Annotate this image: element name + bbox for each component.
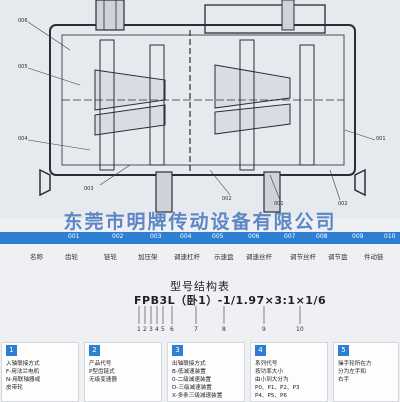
parts-name-row: 名称 齿轮 链轮 加压架 调速杠杆 示速盘 调速丝杆 调节丝杆 调节盘 件动链	[0, 246, 400, 266]
panel-text: 入轴联接方式 F-用法兰电机 N-用联轴器或 皮带轮	[6, 360, 40, 392]
output-shaft-2	[263, 171, 281, 213]
right-flange	[354, 168, 366, 197]
part-code: 002	[112, 233, 124, 240]
panel-number: 2	[89, 345, 100, 356]
position-number: 7	[194, 326, 198, 333]
part-name: 链轮	[104, 253, 117, 261]
explain-panel-1: 1 入轴联接方式 F-用法兰电机 N-用联轴器或 皮带轮	[1, 342, 79, 402]
part-code: 005	[212, 233, 224, 240]
panel-line: 入轴联接方式	[6, 361, 40, 367]
panel-text: 操手轮所在方 分为左手和 右手	[338, 360, 372, 384]
position-connectors	[138, 306, 301, 324]
panel-line: N-用联轴器或	[6, 377, 41, 383]
leader-labels: 006 005 004 003 002 001 002 001	[18, 18, 386, 207]
panel-number: 1	[6, 345, 17, 356]
part-code: 004	[180, 233, 192, 240]
part-code: 008	[316, 233, 328, 240]
explain-panel-5: 5 操手轮所在方 分为左手和 右手	[333, 342, 399, 402]
panel-line: P型齿链式	[89, 369, 115, 375]
part-name: 调速杠杆	[174, 253, 200, 261]
leader-label: 002	[338, 201, 348, 207]
panel-line: 皮带轮	[6, 385, 23, 391]
panel-line: P4、P5、P6	[255, 393, 287, 399]
leader-label: 003	[84, 186, 94, 192]
panel-line: 出轴联接方式	[172, 361, 206, 367]
position-number: 10	[296, 326, 304, 333]
panel-line: P0、P1、P2、P3	[255, 385, 300, 391]
explain-panel-2: 2 产品代号 P型齿链式 无级变速器	[84, 342, 162, 402]
panel-text: 系列代号 按功率大小 由小到大分为 P0、P1、P2、P3 P4、P5、P6	[255, 360, 300, 400]
part-name: 加压架	[138, 253, 158, 261]
part-code: 010	[384, 233, 396, 240]
position-number: 1	[137, 326, 141, 333]
part-name: 件动链	[364, 253, 384, 261]
panel-number: 4	[255, 345, 266, 356]
part-code: 003	[150, 233, 162, 240]
part-code: 007	[284, 233, 296, 240]
panel-line: 操手轮所在方	[338, 361, 372, 367]
part-code: 001	[68, 233, 80, 240]
part-code: 009	[352, 233, 364, 240]
explain-panel-3: 3 出轴联接方式 B-低减速装置 0-二级减速装置 D-三级减速装置 X-多条三…	[167, 342, 245, 402]
position-number: 8	[222, 326, 226, 333]
part-code: 006	[248, 233, 260, 240]
leader-label: 004	[18, 136, 28, 142]
panel-line: 右手	[338, 377, 350, 383]
position-number: 6	[170, 326, 174, 333]
panel-line: F-用法兰电机	[6, 369, 40, 375]
company-watermark: 东莞市明牌传动设备有限公司	[63, 211, 337, 233]
right-cone-discs	[214, 39, 315, 171]
panel-line: B-低减速装置	[172, 369, 206, 375]
panel-text: 出轴联接方式 B-低减速装置 0-二级减速装置 D-三级减速装置 X-多条三级减…	[172, 360, 222, 400]
panel-line: 系列代号	[255, 361, 278, 367]
panel-line: 分为左手和	[338, 369, 366, 375]
leader-label: 001	[376, 136, 386, 142]
model-code: FPB3L（卧1）-1/1.97×3:1×1/6	[134, 294, 327, 307]
explain-panel-4: 4 系列代号 按功率大小 由小到大分为 P0、P1、P2、P3 P4、P5、P6	[250, 342, 328, 402]
position-number: 2	[143, 326, 147, 333]
left-cone-discs	[94, 39, 166, 171]
gearbox-cross-section-drawing: 006 005 004 003 002 001 002 001	[18, 0, 386, 213]
part-name: 齿轮	[65, 253, 78, 261]
position-number: 9	[262, 326, 266, 333]
panel-line: 产品代号	[89, 361, 112, 367]
panel-text: 产品代号 P型齿链式 无级变速器	[89, 360, 117, 384]
gearbox-drawing-svg: 006 005 004 003 002 001 002 001	[18, 0, 386, 213]
panel-number: 3	[172, 345, 183, 356]
part-name: 调节盘	[328, 253, 348, 261]
leader-label: 002	[222, 196, 232, 202]
panel-number: 5	[338, 345, 349, 356]
part-name: 调节丝杆	[290, 253, 316, 261]
part-name: 示速盘	[214, 253, 234, 261]
panel-line: 由小到大分为	[255, 377, 289, 383]
panel-line: D-三级减速装置	[172, 385, 212, 391]
position-number: 4	[155, 326, 159, 333]
part-name: 名称	[30, 253, 43, 261]
housing-outline	[49, 24, 356, 176]
leader-label: 005	[18, 64, 28, 70]
structure-title: 型号结构表	[170, 280, 230, 293]
panel-line: X-多条三级减速装置	[172, 393, 223, 399]
leader-label: 001	[274, 201, 284, 207]
left-flange	[39, 168, 51, 197]
parts-code-row: 001 002 003 004 005 006 007 008 009 010	[0, 232, 400, 244]
panel-line: 0-二级减速装置	[172, 377, 212, 383]
panel-line: 按功率大小	[255, 369, 283, 375]
top-cover	[204, 4, 326, 34]
leader-label: 006	[18, 18, 28, 24]
part-name: 调速丝杆	[246, 253, 272, 261]
position-number: 5	[161, 326, 165, 333]
output-shaft	[155, 171, 173, 213]
position-number: 3	[149, 326, 153, 333]
input-shaft	[95, 0, 125, 31]
panel-line: 无级变速器	[89, 377, 117, 383]
